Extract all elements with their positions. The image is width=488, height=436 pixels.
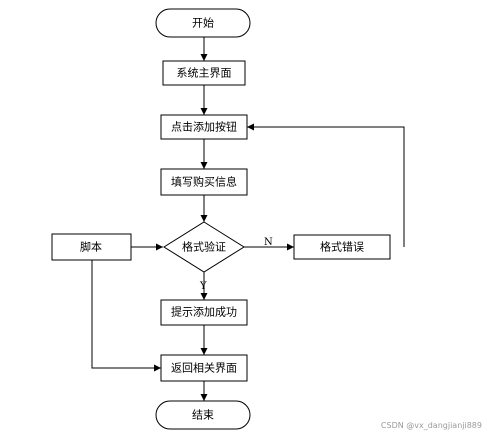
node-start-label: 开始 [192,16,214,30]
node-start-shape [155,8,251,38]
node-return-ui-shape [160,354,248,382]
node-script-shape [51,233,132,261]
edge-label-yes: Y [199,281,207,292]
node-fill-info-label: 填写购买信息 [171,175,237,189]
edge-error-loop-to-click [247,123,405,247]
edge-script-to-return [91,260,161,372]
node-format-error-label: 格式错误 [320,240,364,254]
node-prompt-success-label: 提示添加成功 [171,305,237,319]
node-format-error-shape [293,234,391,260]
node-main-ui-label: 系统主界面 [177,67,232,80]
node-end-label: 结束 [192,409,214,422]
node-return-ui-label: 返回相关界面 [171,361,237,375]
node-validate-label: 格式验证 [182,240,226,254]
node-prompt-success-shape [160,299,248,326]
node-fill-info-shape [160,168,248,196]
watermark: CSDN @vx_dangjianji889 [380,421,482,430]
node-click-add-label: 点击添加按钮 [171,120,237,134]
node-script-label: 脚本 [80,240,102,254]
node-end-shape [155,400,251,430]
node-click-add-shape [160,114,248,140]
edge-label-no: N [264,237,273,248]
node-validate-shape [163,221,245,273]
node-main-ui-shape [162,60,246,86]
